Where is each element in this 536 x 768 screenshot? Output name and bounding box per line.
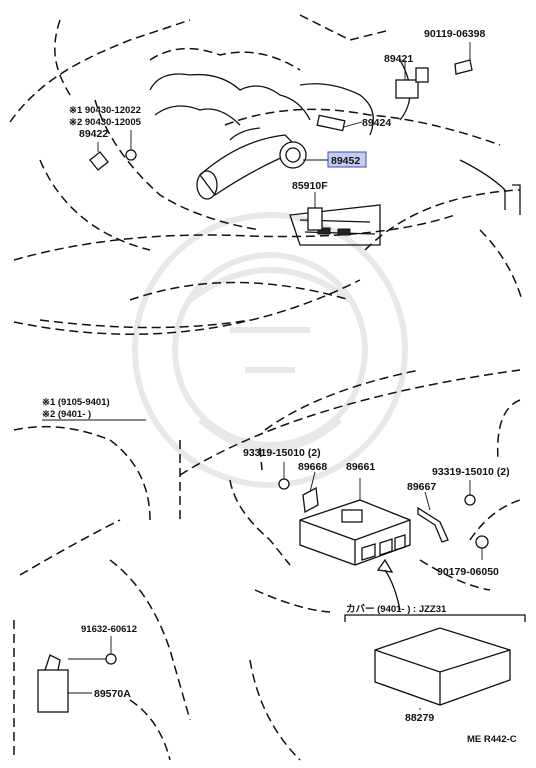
label-88279: 88279	[405, 712, 434, 724]
engine-bay-outline	[9, 14, 523, 335]
sensor-89421-shape	[395, 60, 429, 99]
bolt-90179-shape	[475, 535, 489, 560]
ecu-arrow	[376, 558, 401, 611]
label-90119-06398: 90119-06398	[424, 28, 485, 40]
ecu-89661-shape	[299, 478, 411, 566]
highlighted-part-89452[interactable]: 89452	[327, 151, 367, 168]
label-note1-part: ※1 90430-12022	[69, 105, 141, 116]
label-89661: 89661	[346, 461, 375, 473]
label-90179-06050: 90179-06050	[437, 566, 499, 578]
sensor-89452-shape	[279, 141, 330, 169]
watermark-logo	[132, 212, 408, 488]
sensor-89422-shape	[89, 130, 137, 171]
cover-inset	[344, 614, 526, 710]
label-89452[interactable]: 89452	[331, 155, 360, 167]
connector-85910F-shape	[307, 192, 323, 231]
nut-93319-left-shape	[278, 462, 290, 490]
label-93319-right: 93319-15010 (2)	[432, 466, 510, 478]
label-89668: 89668	[298, 461, 327, 473]
legend-note1: ※1 (9105-9401)	[42, 397, 110, 408]
label-89422: 89422	[79, 128, 108, 140]
lower-body-outline	[13, 369, 521, 761]
figure-code: ME R442-C	[467, 734, 517, 745]
nut-93319-right-shape	[464, 480, 476, 506]
bracket-89668-shape	[302, 471, 319, 514]
bracket-89667-shape	[417, 491, 449, 543]
legend-note2: ※2 (9401- )	[42, 409, 91, 420]
label-91632-60612: 91632-60612	[81, 624, 137, 635]
relay-89570A-shape	[37, 636, 117, 713]
bolt-90119-shape	[454, 42, 473, 75]
label-89421: 89421	[384, 53, 413, 65]
label-cover-note: カバー (9401- ) : JZZ31	[346, 603, 447, 615]
label-89667: 89667	[407, 481, 436, 493]
label-93319-left: 93319-15010 (2)	[243, 447, 321, 459]
label-85910F: 85910F	[292, 180, 328, 192]
label-89424: 89424	[362, 117, 391, 129]
label-89570A: 89570A	[94, 688, 131, 700]
label-note2-part: ※2 90430-12005	[69, 117, 142, 128]
sensor-89424-shape	[316, 114, 363, 132]
